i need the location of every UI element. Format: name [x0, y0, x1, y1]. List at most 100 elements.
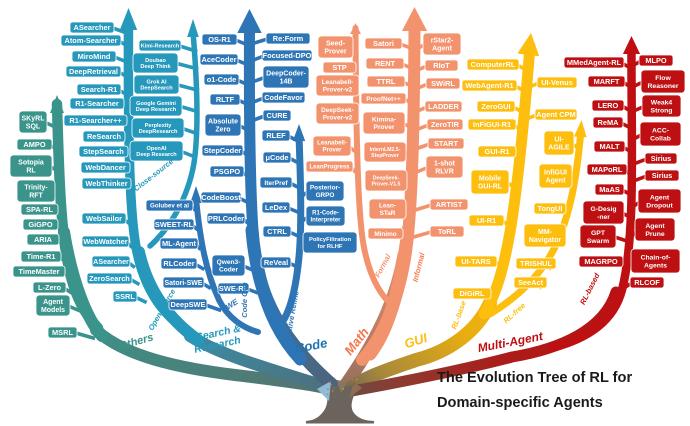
svg-text:LADDER: LADDER: [428, 102, 459, 111]
svg-text:rStar2-: rStar2-: [431, 38, 454, 45]
svg-text:START: START: [434, 139, 459, 148]
svg-text:ToRL: ToRL: [438, 227, 457, 236]
svg-text:StepSearch: StepSearch: [83, 147, 124, 156]
svg-text:SKyRL: SKyRL: [22, 116, 46, 123]
svg-text:Google Gemini: Google Gemini: [136, 101, 176, 107]
svg-text:Weak4: Weak4: [651, 100, 673, 107]
svg-text:ZeroSearch: ZeroSearch: [89, 274, 130, 283]
svg-text:UI-: UI-: [554, 137, 564, 144]
svg-text:CTRL: CTRL: [267, 227, 287, 236]
svg-text:Prover: Prover: [324, 49, 346, 56]
svg-text:OpenAI: OpenAI: [147, 146, 167, 152]
svg-text:Agent: Agent: [432, 46, 453, 53]
svg-text:Agent CPM: Agent CPM: [536, 110, 575, 119]
svg-text:MiroMind: MiroMind: [78, 52, 111, 61]
svg-text:InfiGUI: InfiGUI: [544, 170, 567, 177]
svg-text:Grok AI: Grok AI: [147, 79, 167, 85]
svg-text:Interpreter: Interpreter: [310, 218, 341, 224]
svg-text:IterPref: IterPref: [264, 180, 288, 187]
svg-text:RLCoder: RLCoder: [163, 259, 194, 268]
svg-text:OS-R1: OS-R1: [208, 35, 231, 44]
svg-text:MAGRPO: MAGRPO: [584, 257, 618, 266]
svg-text:SWEET-RL: SWEET-RL: [155, 220, 194, 229]
svg-text:PRLCoder: PRLCoder: [208, 214, 244, 223]
svg-text:InternLM2.5-: InternLM2.5-: [370, 147, 401, 153]
svg-text:Posterior-: Posterior-: [310, 185, 340, 192]
svg-text:G-Desig: G-Desig: [590, 206, 616, 213]
svg-text:CURE: CURE: [267, 111, 288, 120]
svg-text:Mobile: Mobile: [479, 176, 501, 183]
svg-text:GUI-R1: GUI-R1: [484, 147, 509, 156]
svg-text:MSRL: MSRL: [52, 328, 73, 337]
svg-text:PSGPO: PSGPO: [214, 167, 241, 176]
svg-text:MALT: MALT: [600, 142, 620, 151]
svg-text:ARTIST: ARTIST: [436, 200, 463, 209]
svg-text:Focused-DPO: Focused-DPO: [263, 51, 312, 60]
svg-text:UI-R1: UI-R1: [477, 216, 496, 225]
svg-text:Agent: Agent: [650, 195, 670, 202]
svg-text:DiGiRL: DiGiRL: [459, 289, 485, 298]
svg-text:GRPO: GRPO: [316, 192, 335, 199]
svg-text:Perplexity: Perplexity: [145, 123, 173, 129]
svg-text:Swarm: Swarm: [587, 238, 609, 245]
svg-text:TimeMaster: TimeMaster: [19, 267, 60, 276]
svg-text:WebThinker: WebThinker: [85, 179, 127, 188]
svg-text:Models: Models: [41, 307, 65, 314]
svg-text:MARFT: MARFT: [594, 77, 620, 86]
svg-text:Deep Think: Deep Think: [140, 64, 171, 70]
svg-text:DeepSeek-: DeepSeek-: [373, 175, 400, 181]
svg-text:Re:Form: Re:Form: [273, 34, 304, 43]
svg-text:Reasoner: Reasoner: [648, 83, 679, 90]
svg-text:1-shot: 1-shot: [434, 161, 456, 168]
svg-text:Code Gen: Code Gen: [240, 282, 249, 318]
svg-text:InFiGUI-R1: InFiGUI-R1: [473, 120, 511, 129]
svg-text:GUI: GUI: [402, 330, 429, 351]
svg-text:SeeAct: SeeAct: [518, 278, 544, 287]
svg-text:DeepSearch: DeepSearch: [140, 86, 173, 92]
svg-text:14B: 14B: [280, 79, 293, 86]
svg-text:L-Zero: L-Zero: [38, 283, 61, 292]
svg-text:Prover: Prover: [322, 148, 342, 154]
svg-text:ReVeal: ReVeal: [264, 258, 288, 267]
svg-text:AceCoder: AceCoder: [202, 55, 237, 64]
svg-text:Atom-Searcher: Atom-Searcher: [65, 36, 118, 45]
svg-text:Domain-specific Agents: Domain-specific Agents: [437, 395, 603, 411]
svg-text:Agent: Agent: [645, 223, 665, 230]
svg-text:SSRL: SSRL: [115, 292, 135, 301]
svg-text:MM-: MM-: [538, 229, 553, 236]
svg-text:RENT: RENT: [375, 59, 396, 68]
svg-text:Deep Research: Deep Research: [136, 107, 177, 113]
svg-text:R1-Searcher++: R1-Searcher++: [69, 116, 122, 125]
svg-text:ZeroTIR: ZeroTIR: [431, 120, 460, 129]
svg-text:TTRL: TTRL: [377, 77, 396, 86]
svg-text:MaAS: MaAS: [599, 185, 620, 194]
svg-text:CodeBoost: CodeBoost: [201, 193, 241, 202]
svg-text:RLTF: RLTF: [216, 95, 235, 104]
svg-text:UI-TARS: UI-TARS: [461, 257, 490, 266]
svg-text:DeepSeek-: DeepSeek-: [321, 107, 354, 114]
svg-text:CodeFavor: CodeFavor: [264, 93, 303, 102]
svg-text:GPT: GPT: [591, 230, 606, 237]
svg-text:Trinity-: Trinity-: [24, 185, 48, 192]
svg-text:WebSailor: WebSailor: [86, 214, 122, 223]
svg-text:STP: STP: [332, 63, 346, 72]
svg-text:Sirius: Sirius: [651, 154, 672, 163]
svg-text:Code: Code: [294, 335, 329, 356]
svg-text:o1-Code: o1-Code: [207, 75, 237, 84]
svg-text:DeepCoder-: DeepCoder-: [266, 71, 306, 78]
svg-text:UI-Venus: UI-Venus: [541, 78, 573, 87]
svg-text:LeDex: LeDex: [265, 203, 288, 212]
svg-text:ComputerRL: ComputerRL: [471, 60, 516, 69]
svg-text:Agent: Agent: [546, 178, 567, 185]
svg-text:ASearcher: ASearcher: [74, 23, 111, 32]
svg-text:RLEF: RLEF: [266, 131, 286, 140]
svg-text:R1-Searcher: R1-Searcher: [75, 99, 119, 108]
svg-text:R1-Code-: R1-Code-: [312, 211, 339, 217]
svg-text:MAPoRL: MAPoRL: [592, 165, 623, 174]
svg-text:Kimi-Research: Kimi-Research: [141, 44, 180, 50]
svg-text:Absolute: Absolute: [208, 119, 238, 126]
svg-text:-ner: -ner: [597, 214, 610, 221]
svg-text:RL: RL: [26, 168, 36, 175]
svg-text:Doubao: Doubao: [145, 58, 166, 64]
svg-text:Search-R1: Search-R1: [81, 85, 118, 94]
